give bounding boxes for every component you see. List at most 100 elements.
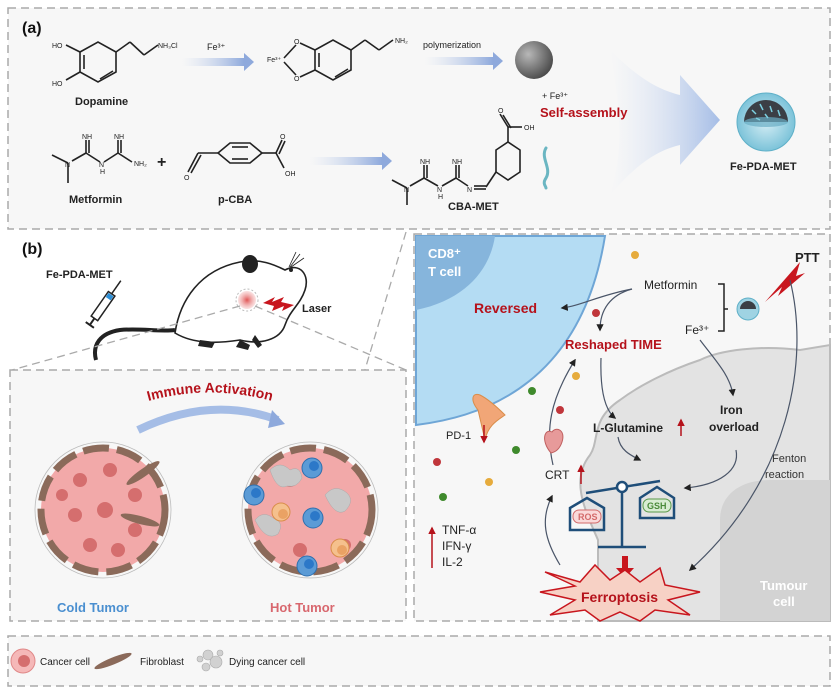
pcba-oh: OH: [285, 171, 296, 178]
legend-box: [7, 635, 831, 687]
metformin-n-1: N: [65, 162, 70, 169]
t-cell-label-line2: T cell: [428, 264, 461, 279]
injection-label: Fe-PDA-MET: [46, 269, 113, 281]
dopamine-nh3cl: NH₃Cl: [158, 43, 178, 50]
fe-complex-fe: Fe³⁺: [267, 57, 282, 64]
pda-sphere-icon: [515, 41, 553, 79]
syringe-icon: [85, 280, 122, 329]
cbamet-h: H: [438, 194, 443, 201]
pcba-structure: [187, 139, 286, 174]
ferroptosis-label: Ferroptosis: [581, 589, 658, 605]
fe-pda-met-label: Fe-PDA-MET: [730, 161, 797, 173]
pd1-label: PD-1: [446, 430, 471, 442]
hot-tumor-icon: [241, 441, 379, 579]
cytokine-dots: [433, 251, 639, 501]
panel-b-label: (b): [22, 241, 42, 258]
fenton-label-line1: Fenton: [772, 453, 806, 465]
cytokine-ifn: IFN-γ: [442, 539, 471, 553]
balance-scale-icon: [568, 479, 676, 549]
self-assembly-arrow: [610, 50, 720, 195]
ros-label: ROS: [578, 512, 598, 522]
cytokine-il2: IL-2: [442, 555, 463, 569]
dopamine-label: Dopamine: [75, 96, 128, 108]
cbamet-n-2: N: [437, 187, 442, 194]
metformin-nh-1: NH: [82, 134, 92, 141]
ros-badge: [572, 509, 602, 524]
pcba-o-1: O: [280, 134, 286, 141]
cbamet-label: CBA-MET: [448, 201, 499, 213]
polymerization-label: polymerization: [423, 40, 481, 50]
self-assembly-label: Self-assembly: [540, 105, 628, 120]
cytokine-tnf: TNF-α: [442, 523, 476, 537]
synthesis-arrow: [310, 152, 392, 170]
metformin-structure: [51, 140, 133, 183]
legend-fibroblast: Fibroblast: [140, 657, 184, 668]
cbamet-nh-2: NH: [452, 159, 462, 166]
l-glutamine-label: L-Glutamine: [593, 421, 663, 435]
gsh-label: GSH: [647, 501, 667, 511]
crt-icon: [544, 428, 564, 454]
cbamet-chain-icon: [542, 146, 550, 190]
laser-label: Laser: [302, 303, 332, 315]
cancer-cell-icon: [10, 648, 36, 674]
cbamet-o: O: [498, 108, 504, 115]
cbamet-n-3: N: [467, 187, 472, 194]
fenton-label-line2: reaction: [765, 469, 804, 481]
tumor-spot-icon: [238, 291, 256, 309]
tumour-cell-label-line1: Tumour: [760, 578, 807, 593]
pcba-o-2: O: [184, 175, 190, 182]
ptt-bolt-icon: [765, 262, 805, 302]
fe-complex-o-1: O: [294, 39, 300, 46]
cbamet-oh: OH: [524, 125, 535, 132]
hot-tumor-label: Hot Tumor: [270, 600, 335, 615]
fe-mech-label: Fe³⁺: [685, 323, 709, 337]
dopamine-ho-2: HO: [52, 81, 63, 88]
nanoparticle-small-icon: [736, 297, 760, 321]
panel-b: (b) Fe-PDA-MET: [9, 231, 831, 622]
dying-cancer-cell-icon: [196, 649, 224, 672]
tumor-spot-ring: [235, 288, 259, 312]
tumour-cell-label-line2: cell: [773, 594, 795, 609]
cbamet-structure: [391, 113, 522, 205]
fe-complex-structure: [283, 39, 394, 81]
fe-complex-o-2: O: [294, 76, 300, 83]
metformin-nh-2: NH: [114, 134, 124, 141]
bracket-icon: [718, 283, 728, 332]
dopamine-ho-1: HO: [52, 43, 63, 50]
cold-tumor-label: Cold Tumor: [57, 600, 129, 615]
metformin-n-2: N: [99, 162, 104, 169]
gsh-badge: [642, 498, 672, 513]
panel-a: (a) HO HO NH₃Cl Dopamine Fe³⁺: [7, 7, 831, 230]
pathway-arrows: [544, 279, 798, 571]
pd1-receptor-icon: [472, 393, 506, 441]
crt-label: CRT: [545, 468, 570, 482]
legend-cancer-cell: Cancer cell: [40, 657, 90, 668]
dopamine-structure: [65, 41, 159, 83]
cbamet-nh-1: NH: [420, 159, 430, 166]
fe-reagent-label: Fe³⁺: [207, 42, 226, 52]
metformin-nh2: NH₂: [134, 161, 147, 168]
ferroptosis-burst-icon: [539, 563, 701, 622]
fe-complex-nh2: NH₂: [395, 38, 408, 45]
iron-label-line1: Iron: [720, 403, 743, 417]
iron-label-line2: overload: [709, 420, 759, 434]
reshaped-time-label: Reshaped TIME: [565, 337, 662, 352]
metformin-label: Metformin: [69, 194, 122, 206]
fe-assembly-reagent: + Fe³⁺: [542, 91, 568, 101]
fibroblast-icon: [94, 652, 132, 670]
plus-sign: +: [157, 154, 166, 171]
fe-pda-met-nanoparticle-icon: [736, 92, 796, 152]
immune-activation-arrow: [136, 405, 280, 434]
pcba-label: p-CBA: [218, 194, 252, 206]
tumour-cell-nucleus: [720, 480, 830, 621]
reversed-label: Reversed: [474, 300, 537, 316]
metformin-h: H: [100, 169, 105, 176]
cbamet-n-1: N: [404, 187, 409, 194]
polymerization-arrow: [425, 52, 503, 70]
cold-tumor-icon: [34, 441, 172, 579]
panel-a-label: (a): [22, 20, 42, 37]
nk-cell-drawn-icon: [223, 650, 245, 672]
legend-dying-cancer-cell: Dying cancer cell: [229, 657, 305, 668]
legend: Cancer cell Fibroblast Dying cancer cell: [7, 635, 831, 687]
